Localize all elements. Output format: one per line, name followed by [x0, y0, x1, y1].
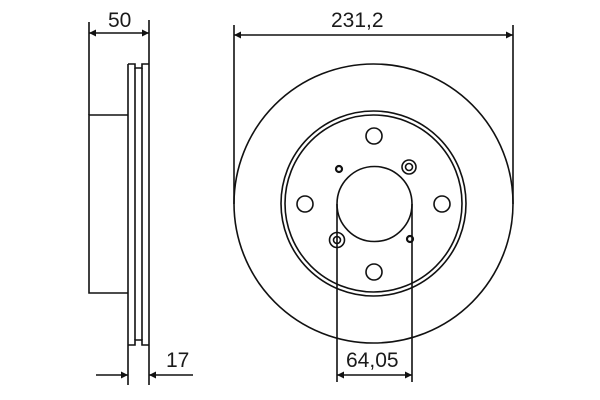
dimension-label-diameter: 231,2 — [331, 9, 384, 32]
bolt-hole-top — [365, 127, 383, 145]
locating-hole-top-right-outer — [401, 159, 417, 175]
hat-ring-outer — [280, 110, 467, 297]
front-view — [233, 63, 514, 382]
side-profile-view — [88, 20, 150, 385]
bolt-hole-left — [296, 195, 314, 213]
small-hole-top-left — [334, 164, 344, 174]
outer-disc-circle — [233, 63, 514, 344]
hat-outline — [88, 114, 128, 294]
small-hole-bottom-right — [405, 234, 415, 244]
locating-hole-top-right-inner — [404, 162, 414, 172]
disc-bottom-cap — [128, 339, 149, 346]
dimension-label-bore: 64,05 — [346, 349, 399, 372]
dimension-label-thickness: 17 — [166, 349, 190, 372]
center-bore — [336, 165, 413, 243]
disc-top-cap — [128, 63, 149, 69]
dimension-label-width: 50 — [108, 9, 132, 32]
bolt-hole-right — [433, 195, 451, 213]
hat-ring-inner — [284, 114, 463, 293]
bolt-hole-bottom — [365, 263, 383, 281]
